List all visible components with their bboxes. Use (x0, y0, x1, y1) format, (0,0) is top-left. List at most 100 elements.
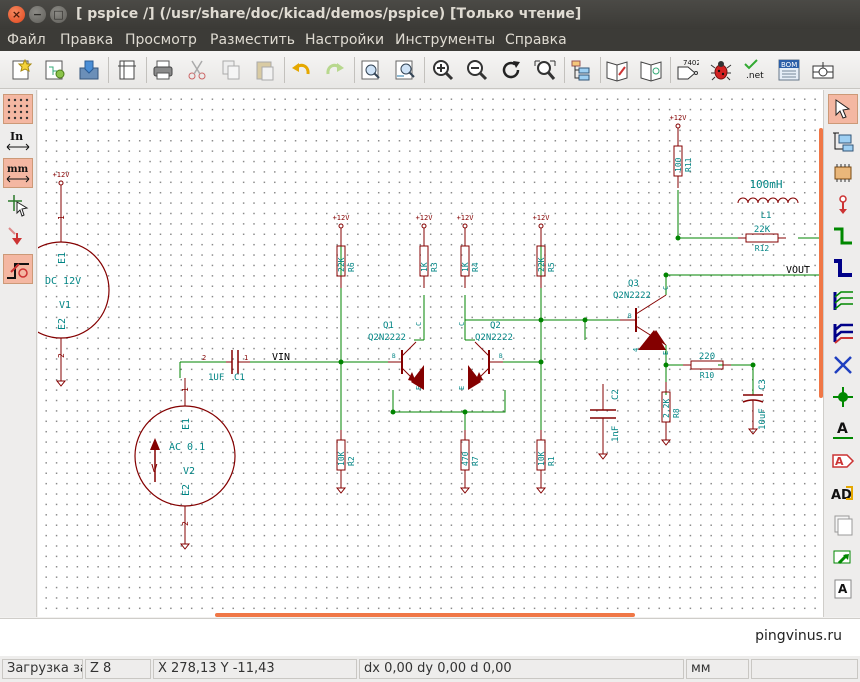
cursor-shape-button[interactable] (3, 190, 33, 220)
wire-bus-entry-button[interactable] (828, 286, 858, 316)
hierarchy-navigator-button[interactable] (566, 55, 596, 85)
no-connect-button[interactable] (828, 350, 858, 380)
units-mm-button[interactable]: mm (3, 158, 33, 188)
vin-net-label: VIN (272, 352, 290, 363)
zoom-out-button[interactable] (462, 55, 492, 85)
r5-power-label: +12V (533, 214, 551, 222)
hierarchical-label-button[interactable]: AD (828, 478, 858, 508)
minimize-window-button[interactable]: − (29, 6, 46, 23)
close-window-button[interactable]: × (8, 6, 25, 23)
import-sheet-pin-button[interactable] (828, 542, 858, 572)
library-editor-button[interactable] (602, 55, 632, 85)
bus-bus-entry-button[interactable] (828, 318, 858, 348)
q2-value: Q2N2222 (475, 333, 513, 343)
print-button[interactable] (148, 55, 178, 85)
r12-resistor-ref: R12 (755, 244, 770, 253)
arrow-pointer-icon (835, 99, 851, 119)
mm-units-icon: mm (6, 164, 30, 183)
highlight-net-button[interactable] (828, 126, 858, 156)
v2-source-value: AC 0.1 (169, 442, 205, 453)
c2-value: 1nF (611, 426, 621, 442)
erc-button[interactable] (706, 55, 736, 85)
copy-button[interactable] (216, 55, 246, 85)
open-schematic-button[interactable] (40, 55, 70, 85)
r10-resistor-ref: R10 (700, 371, 715, 380)
place-bus-button[interactable] (828, 254, 858, 284)
r8-resistor-ref: R8 (672, 408, 681, 418)
paste-button[interactable] (250, 55, 280, 85)
place-component-button[interactable] (828, 158, 858, 188)
r2-ground-symbol (335, 487, 347, 494)
bom-button[interactable]: BOM (774, 55, 804, 85)
menu-preferences[interactable]: Настройки (305, 32, 385, 48)
r11-power-label: +12V (670, 114, 688, 122)
save-button[interactable] (74, 55, 104, 85)
horizontal-scrollbar[interactable] (215, 613, 635, 617)
hierarchical-sheet-button[interactable] (828, 510, 858, 540)
v1-power-label: +12V (53, 171, 71, 179)
annotate-button[interactable]: 7402 (672, 55, 702, 85)
r4-power-label: +12V (457, 214, 475, 222)
status-zoom: Z 8 (85, 659, 151, 679)
import-pin-icon (833, 550, 851, 565)
place-text-button[interactable]: A (828, 574, 858, 604)
place-wire-button[interactable] (828, 222, 858, 252)
r3-power-symbol (421, 223, 427, 229)
undo-button[interactable] (286, 55, 316, 85)
toggle-grid-button[interactable] (3, 94, 33, 124)
undo-icon (292, 63, 310, 75)
vertical-scrollbar[interactable] (819, 128, 823, 398)
q3-ref: Q3 (628, 279, 639, 289)
zoom-fit-icon (534, 60, 556, 80)
wire-orientation-button[interactable] (3, 254, 33, 284)
select-tool-button[interactable] (828, 94, 858, 124)
hidden-pins-icon (8, 227, 22, 245)
net-label-icon: A (833, 421, 853, 439)
netlist-button[interactable]: .net (740, 55, 770, 85)
window-titlebar: × − □ [ pspice /] (/usr/share/doc/kicad/… (0, 0, 860, 29)
redraw-button[interactable] (496, 55, 526, 85)
r11-resistor-value: 100 (674, 157, 683, 172)
pcb-button[interactable] (808, 55, 838, 85)
r7-ground-symbol (459, 487, 471, 494)
q3-collector-leg (635, 294, 667, 315)
library-browser-button[interactable] (636, 55, 666, 85)
place-power-button[interactable] (828, 190, 858, 220)
r1-resistor-value: 10K (537, 451, 546, 466)
place-text-label: A (838, 582, 848, 596)
hidden-pins-button[interactable] (3, 222, 33, 252)
r1-ground-symbol (535, 487, 547, 494)
global-label-button[interactable]: A (828, 446, 858, 476)
units-inch-button[interactable]: In (3, 126, 33, 156)
find-icon (361, 60, 380, 80)
menu-file[interactable]: Файл (7, 32, 46, 48)
menu-edit[interactable]: Правка (60, 32, 114, 48)
no-connect-icon (834, 356, 852, 374)
find-replace-button[interactable] (390, 55, 420, 85)
l1-value: 100mH (749, 178, 782, 191)
cut-button[interactable] (182, 55, 212, 85)
toolbar-separator (284, 57, 285, 83)
menu-tools[interactable]: Инструменты (395, 32, 496, 48)
v2-pin-a: 1 (181, 387, 190, 392)
redo-button[interactable] (320, 55, 350, 85)
r3-power-label: +12V (416, 214, 434, 222)
net-label-button[interactable]: A (828, 414, 858, 444)
vout-junction (663, 272, 669, 278)
zoom-in-button[interactable] (428, 55, 458, 85)
maximize-window-button[interactable]: □ (50, 6, 67, 23)
v1-source-pin2-name: E2 (57, 318, 68, 330)
v2-source-ref: V2 (183, 466, 195, 477)
component-chip-icon (834, 164, 852, 182)
r6-resistor-value: 22K (337, 257, 346, 272)
menu-place[interactable]: Разместить (210, 32, 295, 48)
menu-view[interactable]: Просмотр (125, 32, 197, 48)
new-schematic-button[interactable] (6, 55, 36, 85)
menu-help[interactable]: Справка (505, 32, 567, 48)
find-button[interactable] (356, 55, 386, 85)
page-settings-button[interactable] (112, 55, 142, 85)
zoom-fit-button[interactable] (530, 55, 560, 85)
junction-button[interactable] (828, 382, 858, 412)
